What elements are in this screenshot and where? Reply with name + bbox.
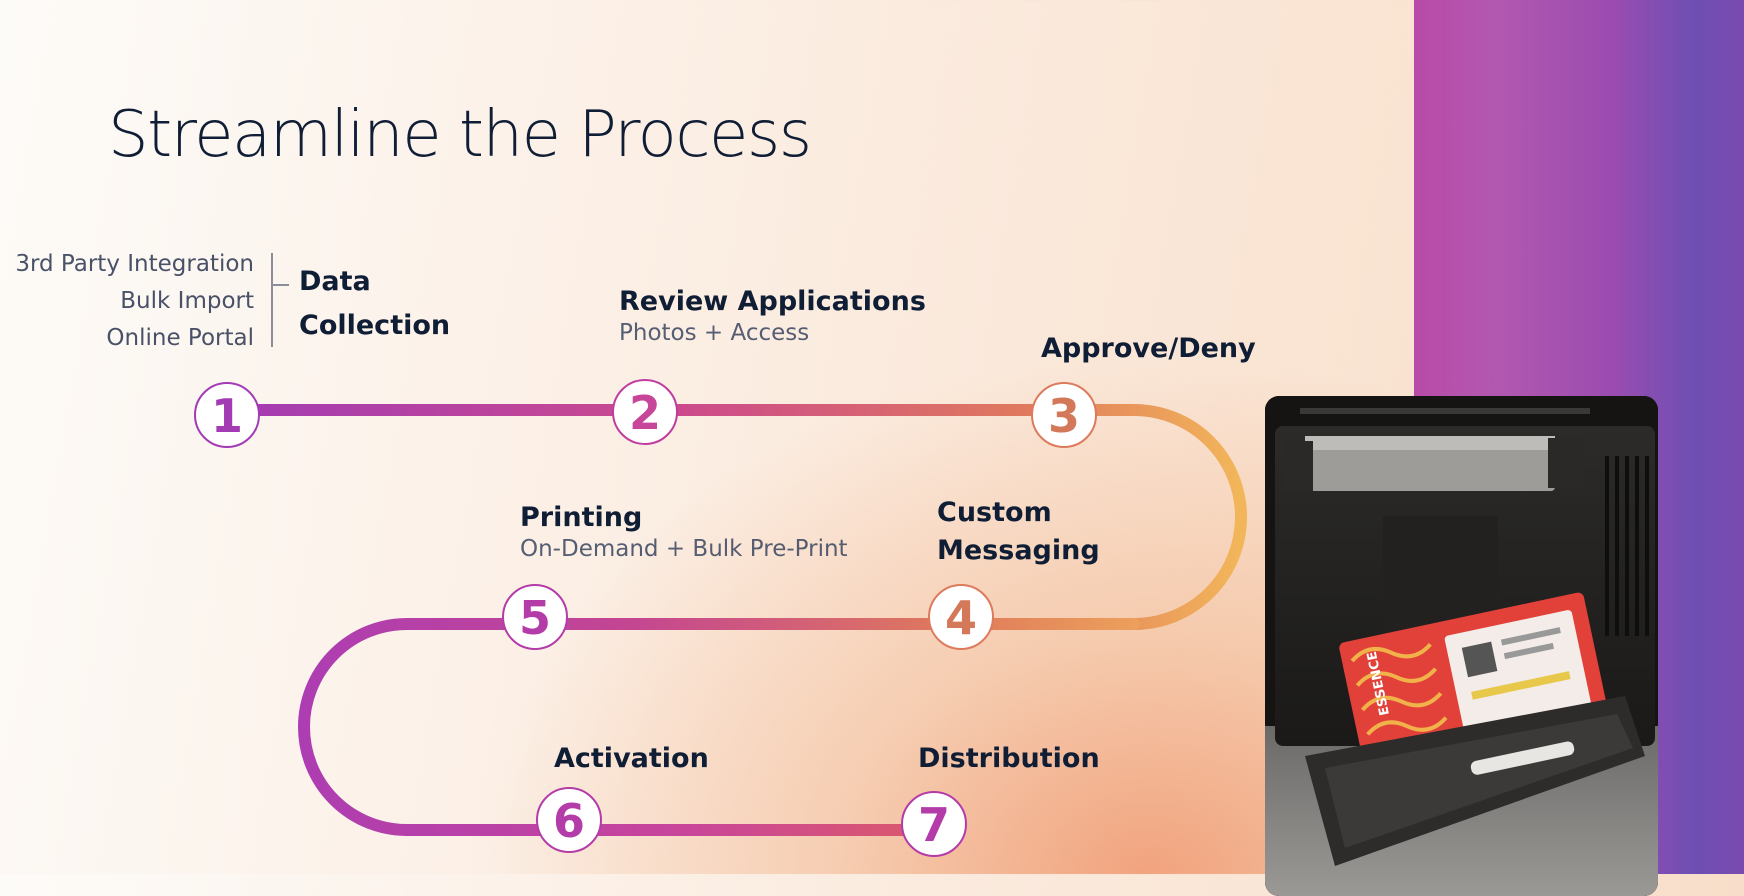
badge-printer-photo: ESSENCE: [1265, 396, 1658, 896]
data-source-item: Online Portal: [106, 325, 254, 351]
step-3-label: Approve/Deny: [1041, 327, 1256, 371]
step-7-label: Distribution: [918, 737, 1100, 781]
data-sources-list: 3rd Party Integration Bulk Import Online…: [15, 246, 254, 357]
printer-illustration: ESSENCE: [1265, 396, 1658, 896]
svg-text:7: 7: [918, 798, 950, 852]
step-5-title: Printing: [520, 502, 643, 533]
bracket-divider: [271, 253, 273, 347]
path-segment-middle: [298, 618, 1140, 836]
step-1-title-line2: Collection: [299, 310, 451, 341]
step-7-title: Distribution: [918, 743, 1100, 774]
svg-text:5: 5: [519, 591, 551, 645]
step-circle-2: 2: [612, 379, 678, 445]
step-6-label: Activation: [554, 737, 709, 781]
step-circle-7: 7: [901, 791, 967, 857]
process-diagram: 1 2 3 4 5 6 7: [194, 379, 1247, 857]
bracket-tick: [271, 284, 289, 286]
step-5-label: Printing On-Demand + Bulk Pre-Print: [520, 500, 848, 562]
data-source-item: Bulk Import: [120, 288, 254, 314]
step-3-title: Approve/Deny: [1041, 333, 1256, 364]
step-circle-3: 3: [1031, 382, 1097, 448]
step-4-title-line2: Messaging: [937, 535, 1100, 566]
step-4-title: Custom: [937, 497, 1052, 528]
step-2-label: Review Applications Photos + Access: [619, 284, 926, 346]
svg-text:1: 1: [211, 389, 243, 443]
svg-text:3: 3: [1048, 389, 1080, 443]
step-1-label: Data Collection: [299, 260, 450, 348]
step-6-title: Activation: [554, 743, 709, 774]
step-5-subtitle: On-Demand + Bulk Pre-Print: [520, 536, 848, 562]
path-segment-top: [219, 404, 1247, 630]
step-1-title: Data: [299, 266, 371, 297]
step-circle-5: 5: [502, 584, 568, 650]
step-2-subtitle: Photos + Access: [619, 320, 810, 346]
data-source-item: 3rd Party Integration: [15, 251, 254, 277]
svg-text:4: 4: [945, 591, 977, 645]
step-2-title: Review Applications: [619, 286, 926, 317]
step-circle-1: 1: [194, 382, 260, 448]
page-title: Streamline the Process: [108, 98, 812, 172]
step-circle-6: 6: [536, 787, 602, 853]
svg-text:6: 6: [553, 794, 585, 848]
step-4-label: Custom Messaging: [937, 494, 1100, 570]
step-circle-4: 4: [928, 584, 994, 650]
svg-text:2: 2: [629, 386, 661, 440]
